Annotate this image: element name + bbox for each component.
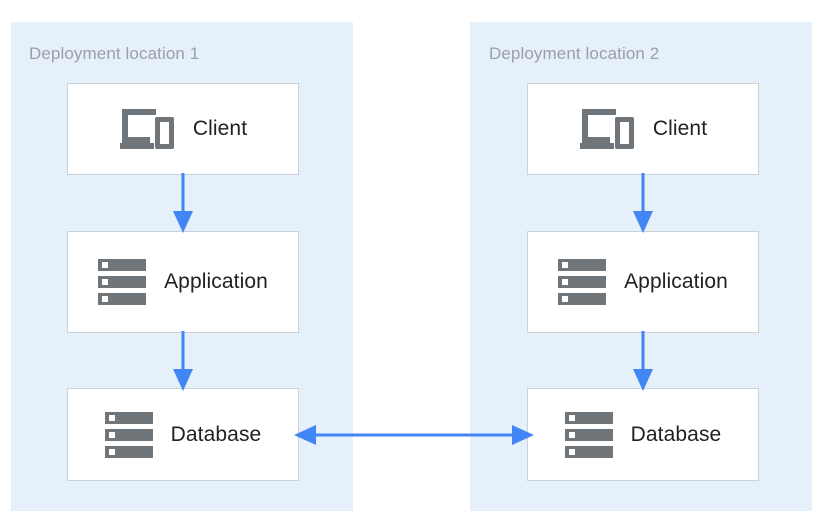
devices-icon bbox=[579, 107, 635, 151]
node-application-2-label: Application bbox=[624, 270, 728, 293]
node-database-1-label: Database bbox=[170, 422, 262, 446]
node-application-1[interactable]: Application bbox=[67, 231, 299, 333]
node-application-1-label: Application bbox=[164, 270, 268, 293]
node-client-1-label: Client bbox=[192, 117, 248, 140]
node-client-1[interactable]: Client bbox=[67, 83, 299, 175]
node-client-2[interactable]: Client bbox=[527, 83, 759, 175]
node-database-2[interactable]: Database bbox=[527, 388, 759, 481]
server-rack-icon bbox=[564, 411, 613, 458]
node-database-1[interactable]: Database bbox=[67, 388, 299, 481]
node-application-2[interactable]: Application bbox=[527, 231, 759, 333]
devices-icon bbox=[119, 107, 175, 151]
server-rack-icon bbox=[98, 259, 147, 305]
node-database-2-label: Database bbox=[630, 422, 722, 446]
server-rack-icon bbox=[104, 411, 153, 458]
zone-1-title: Deployment location 1 bbox=[29, 44, 200, 63]
zone-2-title: Deployment location 2 bbox=[489, 44, 660, 63]
server-rack-icon bbox=[558, 259, 607, 305]
node-client-2-label: Client bbox=[652, 117, 708, 140]
